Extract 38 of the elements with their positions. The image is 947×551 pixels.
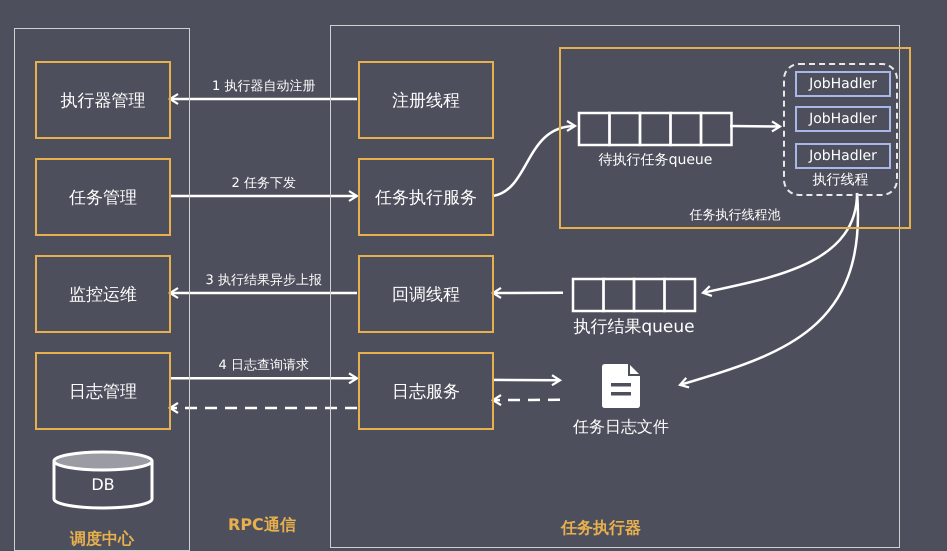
handler-box: JobHadler — [795, 143, 891, 169]
arrow — [492, 394, 560, 406]
process-box: 注册线程 — [358, 61, 494, 139]
arrow — [168, 402, 357, 414]
arrow — [730, 120, 782, 133]
process-box: 任务管理 — [35, 158, 171, 236]
process-box: 监控运维 — [35, 255, 171, 333]
group-title: 任务执行器 — [560, 518, 642, 539]
process-box: 回调线程 — [358, 255, 494, 333]
edge-label: 2 任务下发 — [230, 174, 298, 192]
arrow — [492, 120, 576, 198]
dashed-group — [783, 63, 898, 196]
arrow — [492, 286, 563, 300]
section-label: RPC通信 — [228, 515, 296, 536]
group-panel — [559, 47, 911, 229]
node-label: 执行结果queue — [572, 316, 696, 338]
arrow — [702, 192, 858, 298]
arrow — [168, 92, 357, 106]
group-title: 任务执行线程池 — [688, 207, 782, 224]
group-title: 执行线程 — [812, 171, 870, 189]
handler-box: JobHadler — [795, 106, 891, 132]
node-label: 任务日志文件 — [572, 417, 670, 438]
edge-label: 1 执行器自动注册 — [210, 77, 318, 95]
arrow — [170, 190, 358, 202]
handler-box: JobHadler — [795, 71, 891, 97]
arrow — [678, 192, 859, 389]
process-box: 日志管理 — [35, 352, 171, 430]
arrow — [168, 286, 357, 300]
group-title: 调度中心 — [68, 529, 136, 550]
node-label: 待执行任务queue — [598, 151, 714, 169]
process-box: 执行器管理 — [35, 61, 171, 139]
group-panel — [14, 28, 190, 551]
arrow — [170, 372, 358, 384]
process-box: 任务执行服务 — [358, 158, 494, 236]
node-label: DB — [90, 475, 116, 494]
process-box: 日志服务 — [358, 352, 494, 430]
arrow — [493, 374, 562, 386]
edge-label: 3 执行结果异步上报 — [204, 271, 324, 289]
